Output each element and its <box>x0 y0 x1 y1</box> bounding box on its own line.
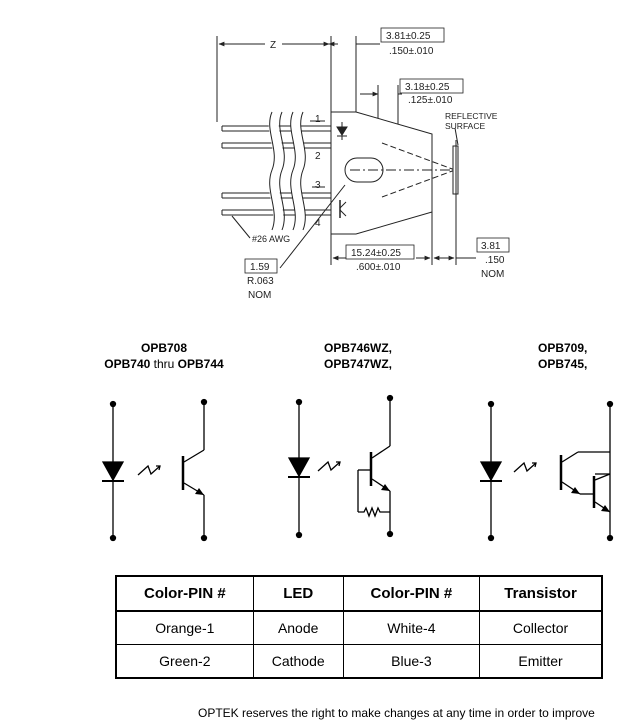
dim-top-1-inch: .150±.010 <box>389 46 434 57</box>
header-led: LED <box>252 575 344 612</box>
schematic-opb709 <box>479 400 614 542</box>
schematic-opb708 <box>101 398 208 542</box>
schematic-opb746wz <box>287 394 394 539</box>
radius-nom: NOM <box>248 290 271 301</box>
dim-right-inch: .150 <box>485 255 505 266</box>
outline-drawing <box>216 36 476 269</box>
table-row: Green-2 Cathode Blue-3 Emitter <box>115 644 603 679</box>
table-cell: Anode <box>252 610 344 645</box>
table-cell: Green-2 <box>115 644 254 679</box>
left-title-line1: OPB708 <box>141 341 187 355</box>
header-color-pin-transistor: Color-PIN # <box>342 575 481 612</box>
mid-title-line1: OPB746WZ, <box>324 341 392 355</box>
reflective-label-1: REFLECTIVE <box>445 111 498 121</box>
dim-right-metric: 3.81 <box>481 241 501 252</box>
footer-disclaimer: OPTEK reserves the right to make changes… <box>198 706 595 720</box>
left-title-line2: OPB740 thru OPB744 <box>104 357 224 371</box>
light-arrow-icon-2 <box>317 460 341 472</box>
right-title-line1: OPB709, <box>538 341 587 355</box>
resistor-icon <box>358 506 390 518</box>
pin-label-2: 2 <box>315 151 321 162</box>
dim-bottom-inch: .600±.010 <box>356 262 401 273</box>
table-header-row: Color-PIN # LED Color-PIN # Transistor <box>115 575 603 612</box>
dim-z: Z <box>270 40 276 51</box>
table-cell: Orange-1 <box>115 610 254 645</box>
wire-gauge: #26 AWG <box>252 234 290 244</box>
light-arrow-icon <box>137 464 161 476</box>
dim-top-2-inch: .125±.010 <box>408 95 453 106</box>
table-cell: Collector <box>479 610 603 645</box>
dim-bottom-metric: 15.24±0.25 <box>351 248 401 259</box>
header-transistor: Transistor <box>479 575 603 612</box>
led-diode-icon-3 <box>479 461 503 482</box>
dim-right-nom: NOM <box>481 269 504 280</box>
header-color-pin-led: Color-PIN # <box>115 575 254 612</box>
dim-top-2-metric: 3.18±0.25 <box>405 82 450 93</box>
reflective-label-2: SURFACE <box>445 121 485 131</box>
pin-label-3: 3 <box>315 180 321 191</box>
table-cell: Blue-3 <box>342 644 481 679</box>
right-title-line2: OPB745, <box>538 357 587 371</box>
pin-label-1: 1 <box>315 114 321 125</box>
table-cell: Cathode <box>252 644 344 679</box>
table-cell: Emitter <box>479 644 603 679</box>
led-diode-icon-2 <box>287 457 311 478</box>
radius-inch: R.063 <box>247 276 274 287</box>
light-arrow-icon-3 <box>513 461 537 473</box>
pin-color-table: Color-PIN # LED Color-PIN # Transistor O… <box>115 575 603 679</box>
mid-title-line2: OPB747WZ, <box>324 357 392 371</box>
table-cell: White-4 <box>342 610 481 645</box>
led-diode-icon <box>101 461 125 482</box>
dim-top-1-metric: 3.81±0.25 <box>386 31 431 42</box>
table-row: Orange-1 Anode White-4 Collector <box>115 610 603 645</box>
pin-label-4: 4 <box>315 218 321 229</box>
radius-metric: 1.59 <box>250 262 270 273</box>
